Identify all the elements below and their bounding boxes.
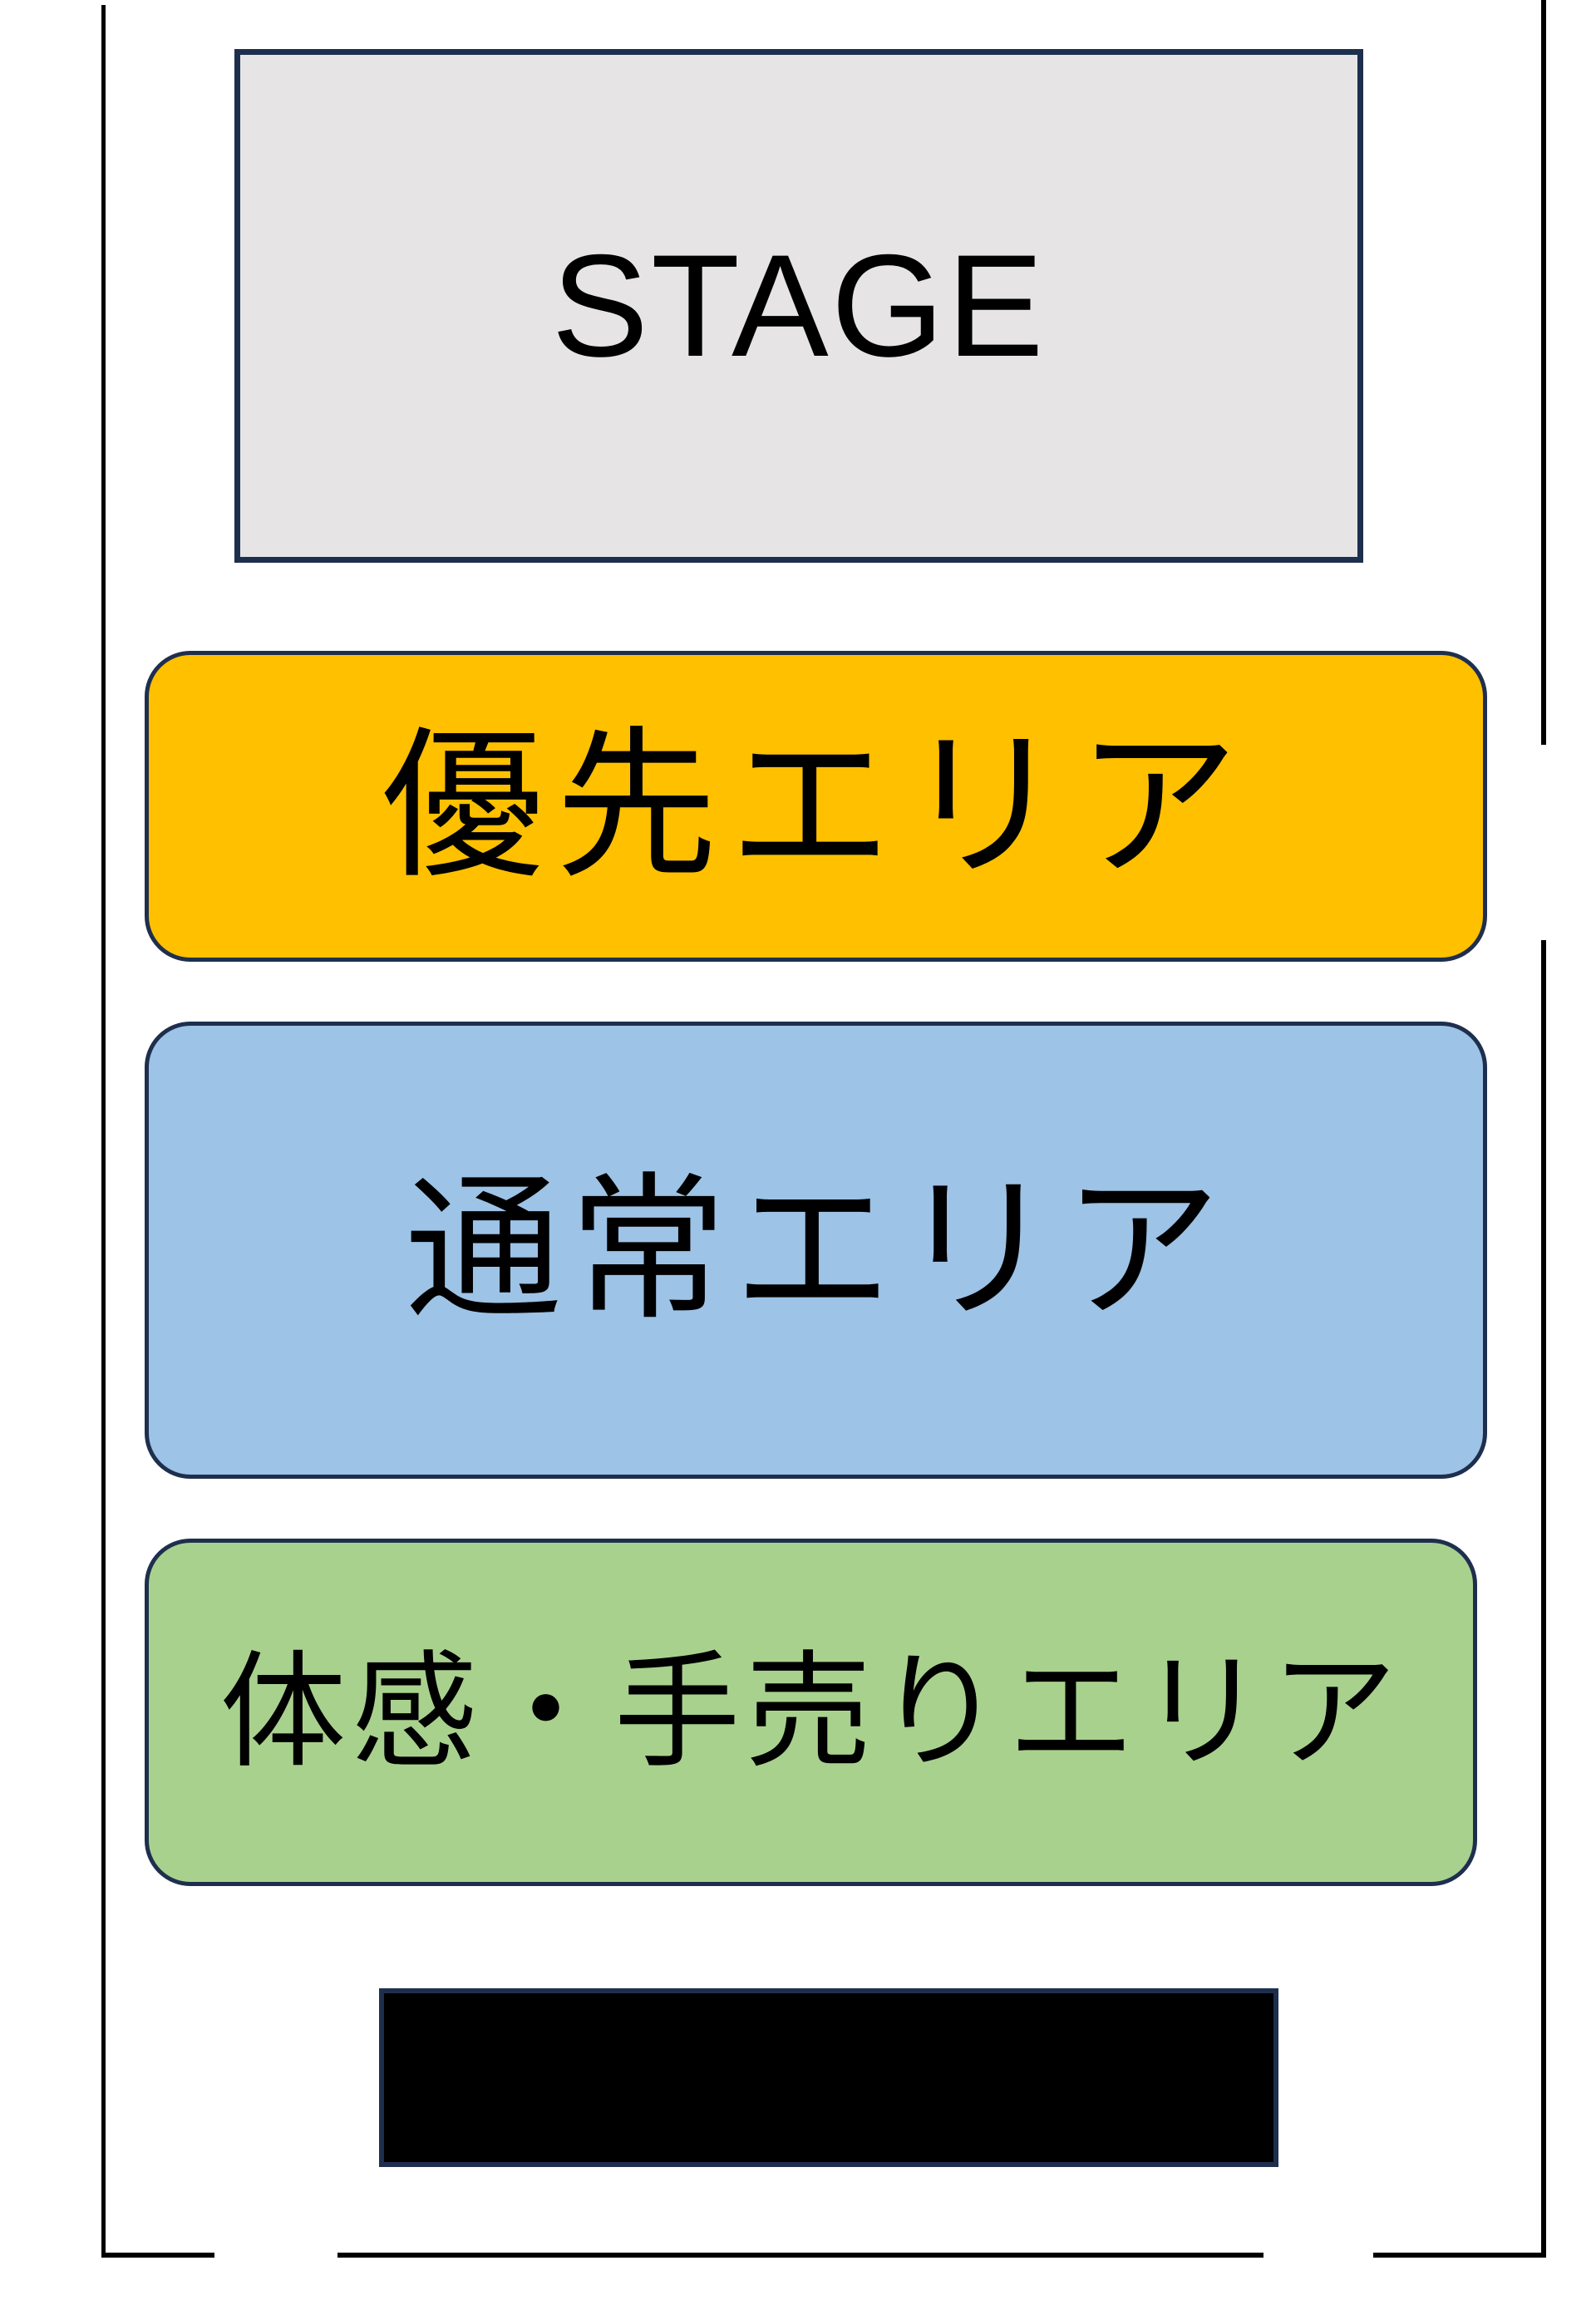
frame-line-bottom-left bbox=[101, 2253, 214, 2258]
normal-area-label: 通常エリア bbox=[404, 1162, 1228, 1338]
stage-label: STAGE bbox=[551, 224, 1047, 387]
priority-area-box: 優先エリア bbox=[145, 651, 1487, 962]
hand-sale-area-box: 体感・手売りエリア bbox=[145, 1539, 1477, 1886]
frame-line-right-upper bbox=[1541, 0, 1546, 745]
priority-area-label: 優先エリア bbox=[382, 715, 1250, 897]
stage-box: STAGE bbox=[234, 49, 1363, 563]
frame-line-left bbox=[101, 5, 106, 2258]
hand-sale-area-label: 体感・手売りエリア bbox=[219, 1642, 1402, 1783]
normal-area-box: 通常エリア bbox=[145, 1022, 1487, 1479]
frame-line-right-lower bbox=[1541, 940, 1546, 2258]
frame-line-bottom-right bbox=[1373, 2253, 1546, 2258]
redacted-block bbox=[379, 1988, 1278, 2167]
frame-line-bottom-middle bbox=[337, 2253, 1264, 2258]
